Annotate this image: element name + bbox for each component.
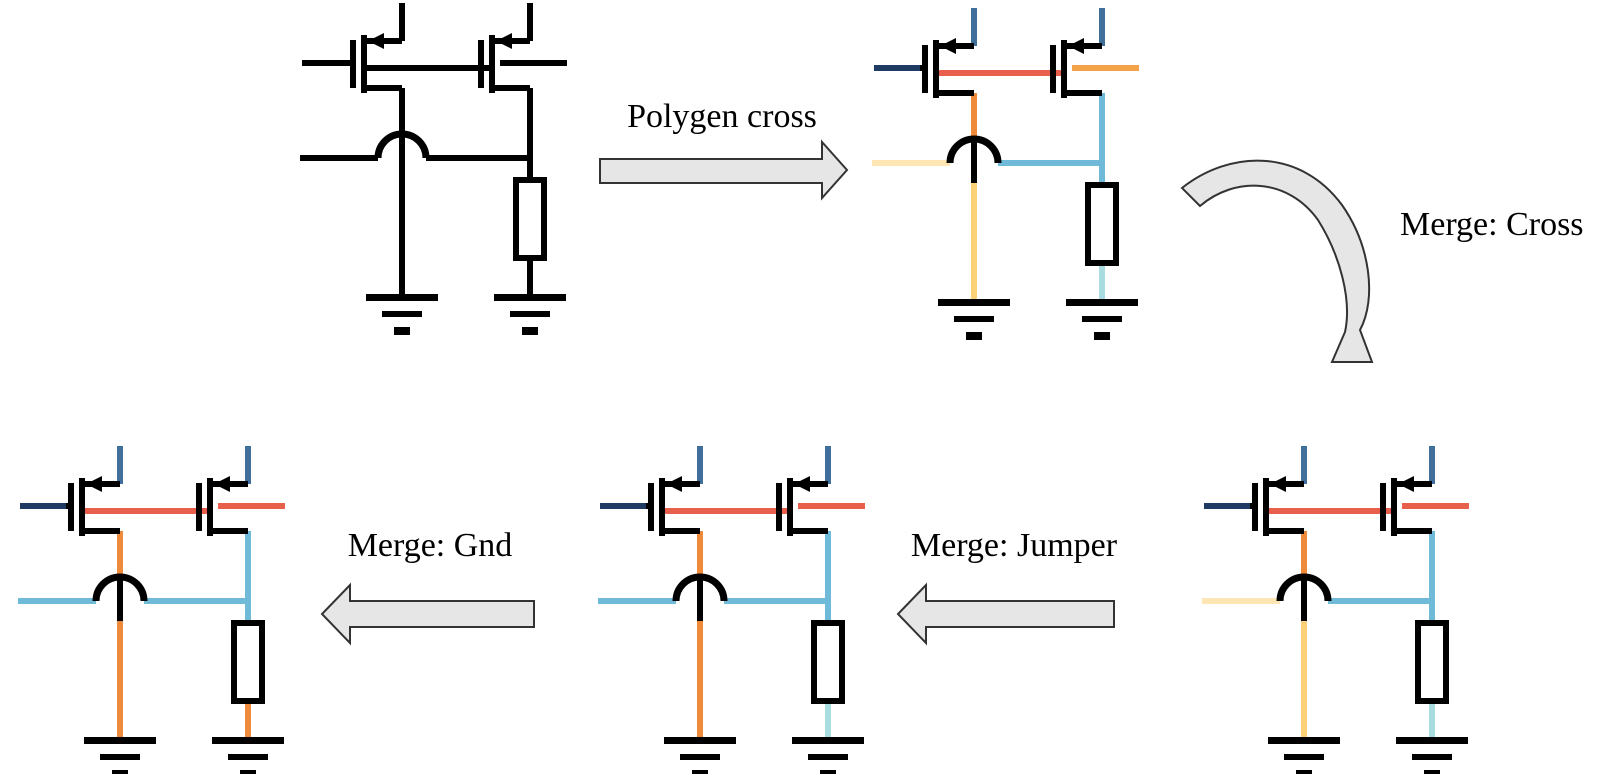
left-ground-icon (84, 737, 156, 774)
circuit-merge-gnd (18, 446, 285, 774)
merge-cross-label: Merge: Cross (1400, 206, 1584, 243)
left-ground-icon (366, 294, 438, 335)
left-arrow-icon (896, 582, 1115, 646)
circuit-polygen-cross (872, 8, 1139, 340)
merge-gnd-label: Merge: Gnd (348, 527, 513, 564)
ground-bar-2 (808, 754, 848, 760)
right-mosfet-arrow-icon (496, 33, 512, 49)
ground-bar-3 (1424, 770, 1440, 774)
ground-bar-1 (494, 294, 566, 301)
ground-bar-3 (240, 770, 256, 774)
ground-bar-2 (510, 311, 550, 317)
resistor (1085, 182, 1119, 266)
circuit-merge-cross (1202, 446, 1469, 774)
ground-bar-2 (228, 754, 268, 760)
right-mosfet-arrow-icon (214, 476, 230, 492)
curved-arrow-icon (1180, 159, 1374, 363)
ground-bar-1 (664, 737, 736, 744)
merge-gnd-arrow: Merge: Gnd (320, 527, 535, 646)
ground-bar-1 (1066, 299, 1138, 306)
ground-bar-1 (1396, 737, 1468, 744)
ground-bar-2 (680, 754, 720, 760)
ground-bar-2 (1284, 754, 1324, 760)
ground-bar-3 (394, 327, 410, 335)
ground-bar-2 (100, 754, 140, 760)
ground-bar-3 (112, 770, 128, 774)
left-mosfet-arrow-icon (666, 476, 682, 492)
right-mosfet-arrow-icon (794, 476, 810, 492)
right-ground-icon (792, 737, 864, 774)
ground-bar-3 (1296, 770, 1312, 774)
ground-bar-1 (792, 737, 864, 744)
ground-bar-2 (1082, 316, 1122, 322)
merge-jumper-label: Merge: Jumper (911, 527, 1118, 564)
ground-bar-3 (1094, 332, 1110, 340)
resistor (231, 620, 265, 704)
ground-bar-3 (820, 770, 836, 774)
ground-bar-1 (938, 299, 1010, 306)
left-mosfet-arrow-icon (86, 476, 102, 492)
ground-bar-3 (522, 327, 538, 335)
ground-bar-1 (1268, 737, 1340, 744)
ground-bar-2 (1412, 754, 1452, 760)
circuit-merge-jumper (598, 446, 865, 774)
left-ground-icon (1268, 737, 1340, 774)
left-arrow-icon (320, 582, 535, 646)
right-arrow-icon (599, 139, 849, 201)
left-ground-icon (664, 737, 736, 774)
right-ground-icon (212, 737, 284, 774)
ground-bar-1 (84, 737, 156, 744)
right-ground-icon (1066, 299, 1138, 340)
polygen-cross-arrow: Polygen cross (599, 98, 849, 201)
merge-cross-arrow: Merge: Cross (1180, 159, 1584, 363)
ground-bar-3 (692, 770, 708, 774)
ground-bar-1 (366, 294, 438, 301)
left-mosfet-arrow-icon (940, 38, 956, 54)
ground-bar-1 (212, 737, 284, 744)
polygen-cross-label: Polygen cross (627, 98, 817, 135)
resistor (811, 620, 845, 704)
circuits-layer (18, 3, 1469, 774)
left-mosfet-arrow-icon (368, 33, 384, 49)
ground-bar-2 (954, 316, 994, 322)
left-mosfet-arrow-icon (1270, 476, 1286, 492)
merge-jumper-arrow: Merge: Jumper (896, 527, 1118, 646)
left-ground-icon (938, 299, 1010, 340)
resistor (1415, 620, 1449, 704)
right-mosfet-arrow-icon (1068, 38, 1084, 54)
circuit-original (300, 3, 567, 335)
ground-bar-3 (966, 332, 982, 340)
right-mosfet-arrow-icon (1398, 476, 1414, 492)
resistor (513, 177, 547, 261)
right-ground-icon (494, 294, 566, 335)
ground-bar-2 (382, 311, 422, 317)
right-ground-icon (1396, 737, 1468, 774)
